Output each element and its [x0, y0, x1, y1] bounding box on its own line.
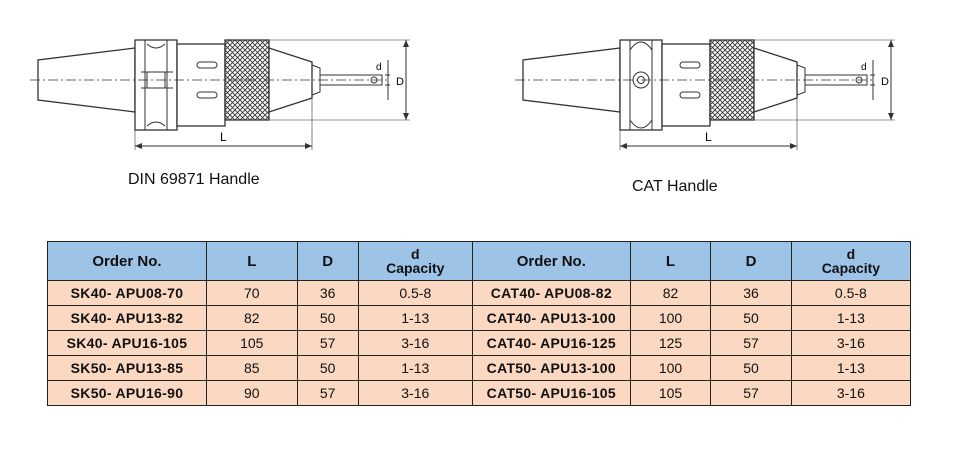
sk-L: 70 — [205, 280, 298, 306]
sk-order-no: SK50- APU13-85 — [47, 355, 207, 381]
table-row: SK40- APU16-105 105 57 3-16 CAT40- APU16… — [47, 330, 912, 356]
sk-order-no: SK40- APU13-82 — [47, 305, 207, 331]
table-row: SK50- APU13-85 85 50 1-13 CAT50- APU13-1… — [47, 355, 912, 381]
header-row: Order No. L D d Capacity Order No. L D d… — [47, 241, 912, 281]
cat-order-no: CAT40- APU13-100 — [471, 305, 631, 331]
cat-D: 36 — [710, 280, 792, 306]
cat-L: 100 — [629, 305, 712, 331]
sk-D: 57 — [296, 330, 359, 356]
header-d: d — [846, 246, 856, 262]
sk-L: 82 — [205, 305, 298, 331]
cat-D: 50 — [710, 305, 792, 331]
header-L: L — [629, 241, 712, 281]
cat-caption: CAT Handle — [632, 178, 718, 195]
body — [176, 43, 226, 127]
table-row: SK40- APU08-70 70 36 0.5-8 CAT40- APU08-… — [47, 280, 912, 306]
sk-order-no: SK40- APU08-70 — [47, 280, 207, 306]
header-order-no: Order No. — [47, 241, 207, 281]
cat-L: 100 — [629, 355, 712, 381]
spec-table: Order No. L D d Capacity Order No. L D d… — [47, 241, 912, 406]
sk-L: 90 — [205, 380, 298, 406]
cat-handle-drawing: d D L — [515, 39, 895, 150]
header-capacity: d Capacity — [790, 241, 912, 281]
cat-capacity: 0.5-8 — [790, 280, 912, 306]
sk-L: 105 — [205, 330, 298, 356]
body — [661, 43, 711, 127]
din-caption: DIN 69871 Handle — [128, 171, 260, 188]
sk-capacity: 3-16 — [357, 380, 473, 406]
cat-capacity: 1-13 — [790, 305, 912, 331]
header-capacity: d Capacity — [357, 241, 473, 281]
bore-label: d — [861, 62, 867, 73]
sk-D: 57 — [296, 380, 359, 406]
header-order-no: Order No. — [471, 241, 631, 281]
sk-capacity: 0.5-8 — [357, 280, 473, 306]
cat-L: 82 — [629, 280, 712, 306]
header-capacity-label: Capacity — [386, 260, 445, 276]
cat-order-no: CAT50- APU16-105 — [471, 380, 631, 406]
diameter-label: D — [396, 76, 404, 88]
length-label: L — [705, 130, 712, 144]
table-row: SK40- APU13-82 82 50 1-13 CAT40- APU13-1… — [47, 305, 912, 331]
table-row: SK50- APU16-90 90 57 3-16 CAT50- APU16-1… — [47, 380, 912, 406]
sk-D: 50 — [296, 305, 359, 331]
sk-D: 36 — [296, 280, 359, 306]
bore-label: d — [376, 62, 382, 73]
sk-L: 85 — [205, 355, 298, 381]
sk-order-no: SK40- APU16-105 — [47, 330, 207, 356]
sk-capacity: 3-16 — [357, 330, 473, 356]
cat-order-no: CAT40- APU16-125 — [471, 330, 631, 356]
cat-order-no: CAT40- APU08-82 — [471, 280, 631, 306]
header-D: D — [710, 241, 792, 281]
sk-capacity: 1-13 — [357, 305, 473, 331]
diameter-label: D — [881, 76, 889, 88]
din-handle-drawing: d D L — [30, 39, 410, 150]
header-capacity-label: Capacity — [821, 260, 881, 276]
sk-order-no: SK50- APU16-90 — [47, 380, 207, 406]
cat-D: 57 — [710, 380, 792, 406]
header-D: D — [296, 241, 359, 281]
header-d: d — [411, 246, 420, 262]
length-label: L — [220, 130, 227, 144]
sk-D: 50 — [296, 355, 359, 381]
cat-capacity: 3-16 — [790, 330, 912, 356]
cat-L: 125 — [629, 330, 712, 356]
cat-order-no: CAT50- APU13-100 — [471, 355, 631, 381]
cat-D: 50 — [710, 355, 792, 381]
cat-capacity: 3-16 — [790, 380, 912, 406]
cat-L: 105 — [629, 380, 712, 406]
cat-capacity: 1-13 — [790, 355, 912, 381]
cat-D: 57 — [710, 330, 792, 356]
sk-capacity: 1-13 — [357, 355, 473, 381]
header-L: L — [205, 241, 298, 281]
